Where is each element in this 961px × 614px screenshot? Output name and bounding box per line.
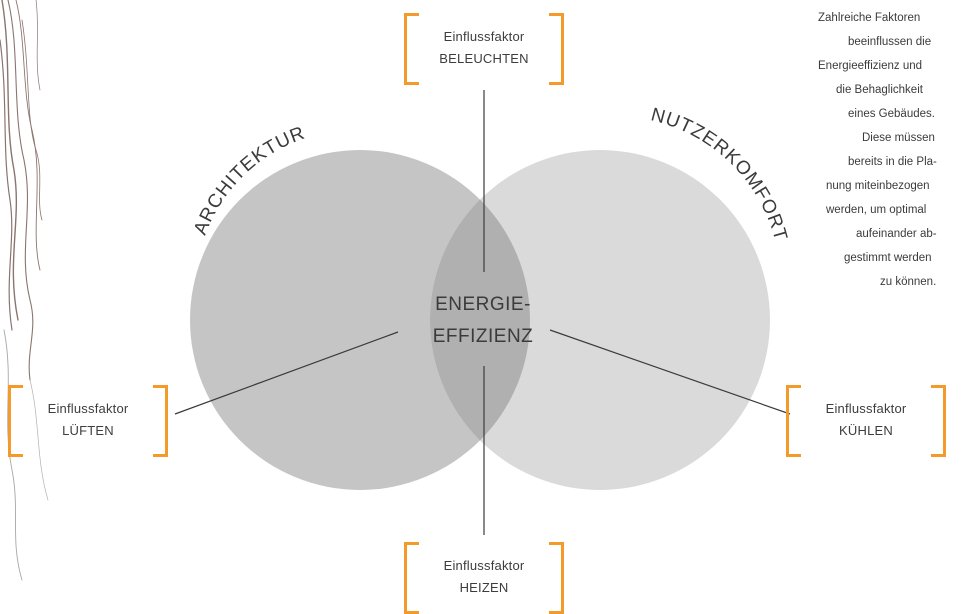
factor-name: LÜFTEN (62, 423, 114, 438)
description-line: nung miteinbezogen (826, 180, 930, 192)
factor-name: HEIZEN (459, 580, 509, 595)
description-line: eines Gebäudes. (848, 108, 935, 120)
description-line: die Behaglichkeit (836, 84, 923, 96)
factor-name: BELEUCHTEN (439, 51, 529, 66)
factor-caption: Einflussfaktor (825, 401, 907, 416)
factor-name: KÜHLEN (839, 423, 893, 438)
connector-right (549, 329, 791, 415)
bracket-left (8, 385, 23, 457)
description-line: zu können. (880, 276, 937, 288)
center-label-line-1: ENERGIE- (435, 294, 531, 315)
architektur-circle (190, 150, 530, 490)
bracket-right (549, 13, 564, 85)
bracket-right (153, 385, 168, 457)
bracket-left (786, 385, 801, 457)
factor-caption: Einflussfaktor (443, 558, 525, 573)
description-line: Energieeffizienz und (818, 60, 922, 72)
description-line: aufeinander ab- (856, 228, 937, 240)
factor-box-heizen: Einflussfaktor HEIZEN (404, 542, 564, 614)
description-line: werden, um optimal (826, 204, 927, 216)
center-label-line-2: EFFIZIENZ (432, 326, 534, 347)
description-line: bereits in die Pla- (848, 156, 937, 168)
factor-box-lueften: Einflussfaktor LÜFTEN (8, 385, 168, 457)
nutzerkomfort-circle (430, 150, 770, 490)
factor-box-kuehlen: Einflussfaktor KÜHLEN (786, 385, 946, 457)
description-line: beeinflussen die (848, 36, 932, 48)
bracket-left (404, 542, 419, 614)
bracket-right (931, 385, 946, 457)
connector-left (174, 331, 399, 415)
factor-caption: Einflussfaktor (443, 29, 525, 44)
bracket-right (549, 542, 564, 614)
factor-caption: Einflussfaktor (47, 401, 129, 416)
factor-box-beleuchten: Einflussfaktor BELEUCHTEN (404, 13, 564, 85)
description-line: Diese müssen (862, 132, 935, 144)
hair-sketch-decoration (0, 0, 49, 581)
description-line: Zahlreiche Faktoren (818, 12, 921, 24)
bracket-left (404, 13, 419, 85)
description-line: gestimmt werden (844, 252, 932, 264)
energieeffizienz-label: ENERGIE- EFFIZIENZ (403, 289, 563, 353)
